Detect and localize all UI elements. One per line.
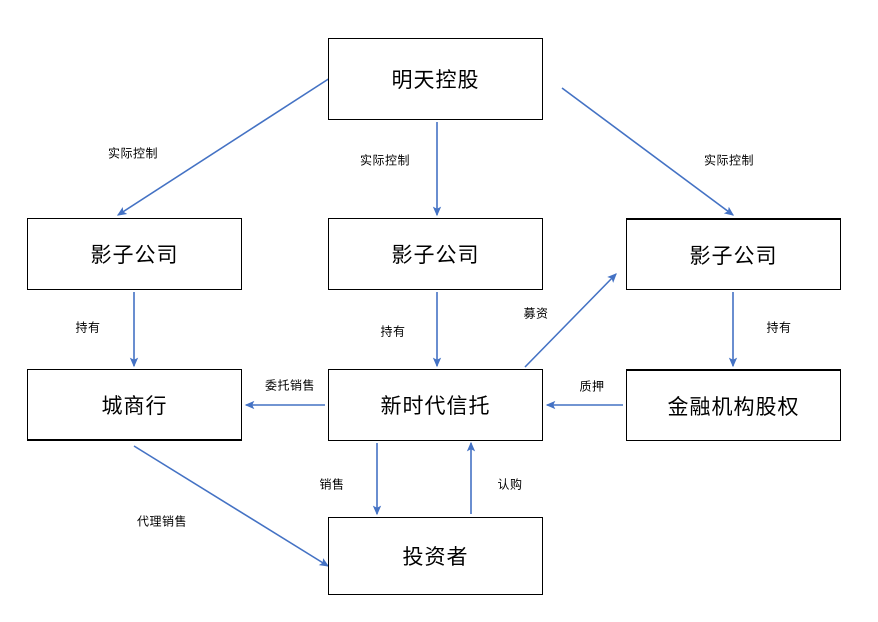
edge-label-e3: 实际控制 xyxy=(703,153,755,168)
node-label: 影子公司 xyxy=(689,243,778,268)
node-label: 投资者 xyxy=(402,545,469,569)
edge-e12 xyxy=(133,445,330,567)
edge-label-e2: 实际控制 xyxy=(359,153,411,168)
node-shadow_l[interactable]: 影子公司 xyxy=(27,218,242,290)
edge-label-e12: 代理销售 xyxy=(136,514,188,529)
edge-label-e6: 持有 xyxy=(766,320,792,335)
node-investors[interactable]: 投资者 xyxy=(328,517,543,595)
node-fin_equity[interactable]: 金融机构股权 xyxy=(626,369,841,441)
edge-label-e8: 募资 xyxy=(523,306,549,321)
edge-label-e1: 实际控制 xyxy=(107,146,159,161)
node-label: 城商行 xyxy=(101,393,168,418)
node-citybank[interactable]: 城商行 xyxy=(27,369,242,441)
edge-label-e10: 销售 xyxy=(319,477,345,492)
edge-label-e9: 质押 xyxy=(579,379,605,394)
node-label: 新时代信托 xyxy=(380,394,491,418)
node-trust[interactable]: 新时代信托 xyxy=(328,369,543,441)
node-label: 影子公司 xyxy=(391,243,480,267)
edge-label-e11: 认购 xyxy=(497,477,523,492)
node-label: 明天控股 xyxy=(391,68,480,92)
node-label: 金融机构股权 xyxy=(667,394,800,419)
edge-label-e5: 持有 xyxy=(380,324,406,339)
node-label: 影子公司 xyxy=(90,243,179,267)
edge-lines xyxy=(116,77,738,567)
edge-label-e4: 持有 xyxy=(75,320,101,335)
node-shadow_m[interactable]: 影子公司 xyxy=(328,218,543,290)
edge-label-e7: 委托销售 xyxy=(264,378,316,393)
node-shadow_r[interactable]: 影子公司 xyxy=(626,218,841,290)
node-mingtian[interactable]: 明天控股 xyxy=(328,38,543,120)
